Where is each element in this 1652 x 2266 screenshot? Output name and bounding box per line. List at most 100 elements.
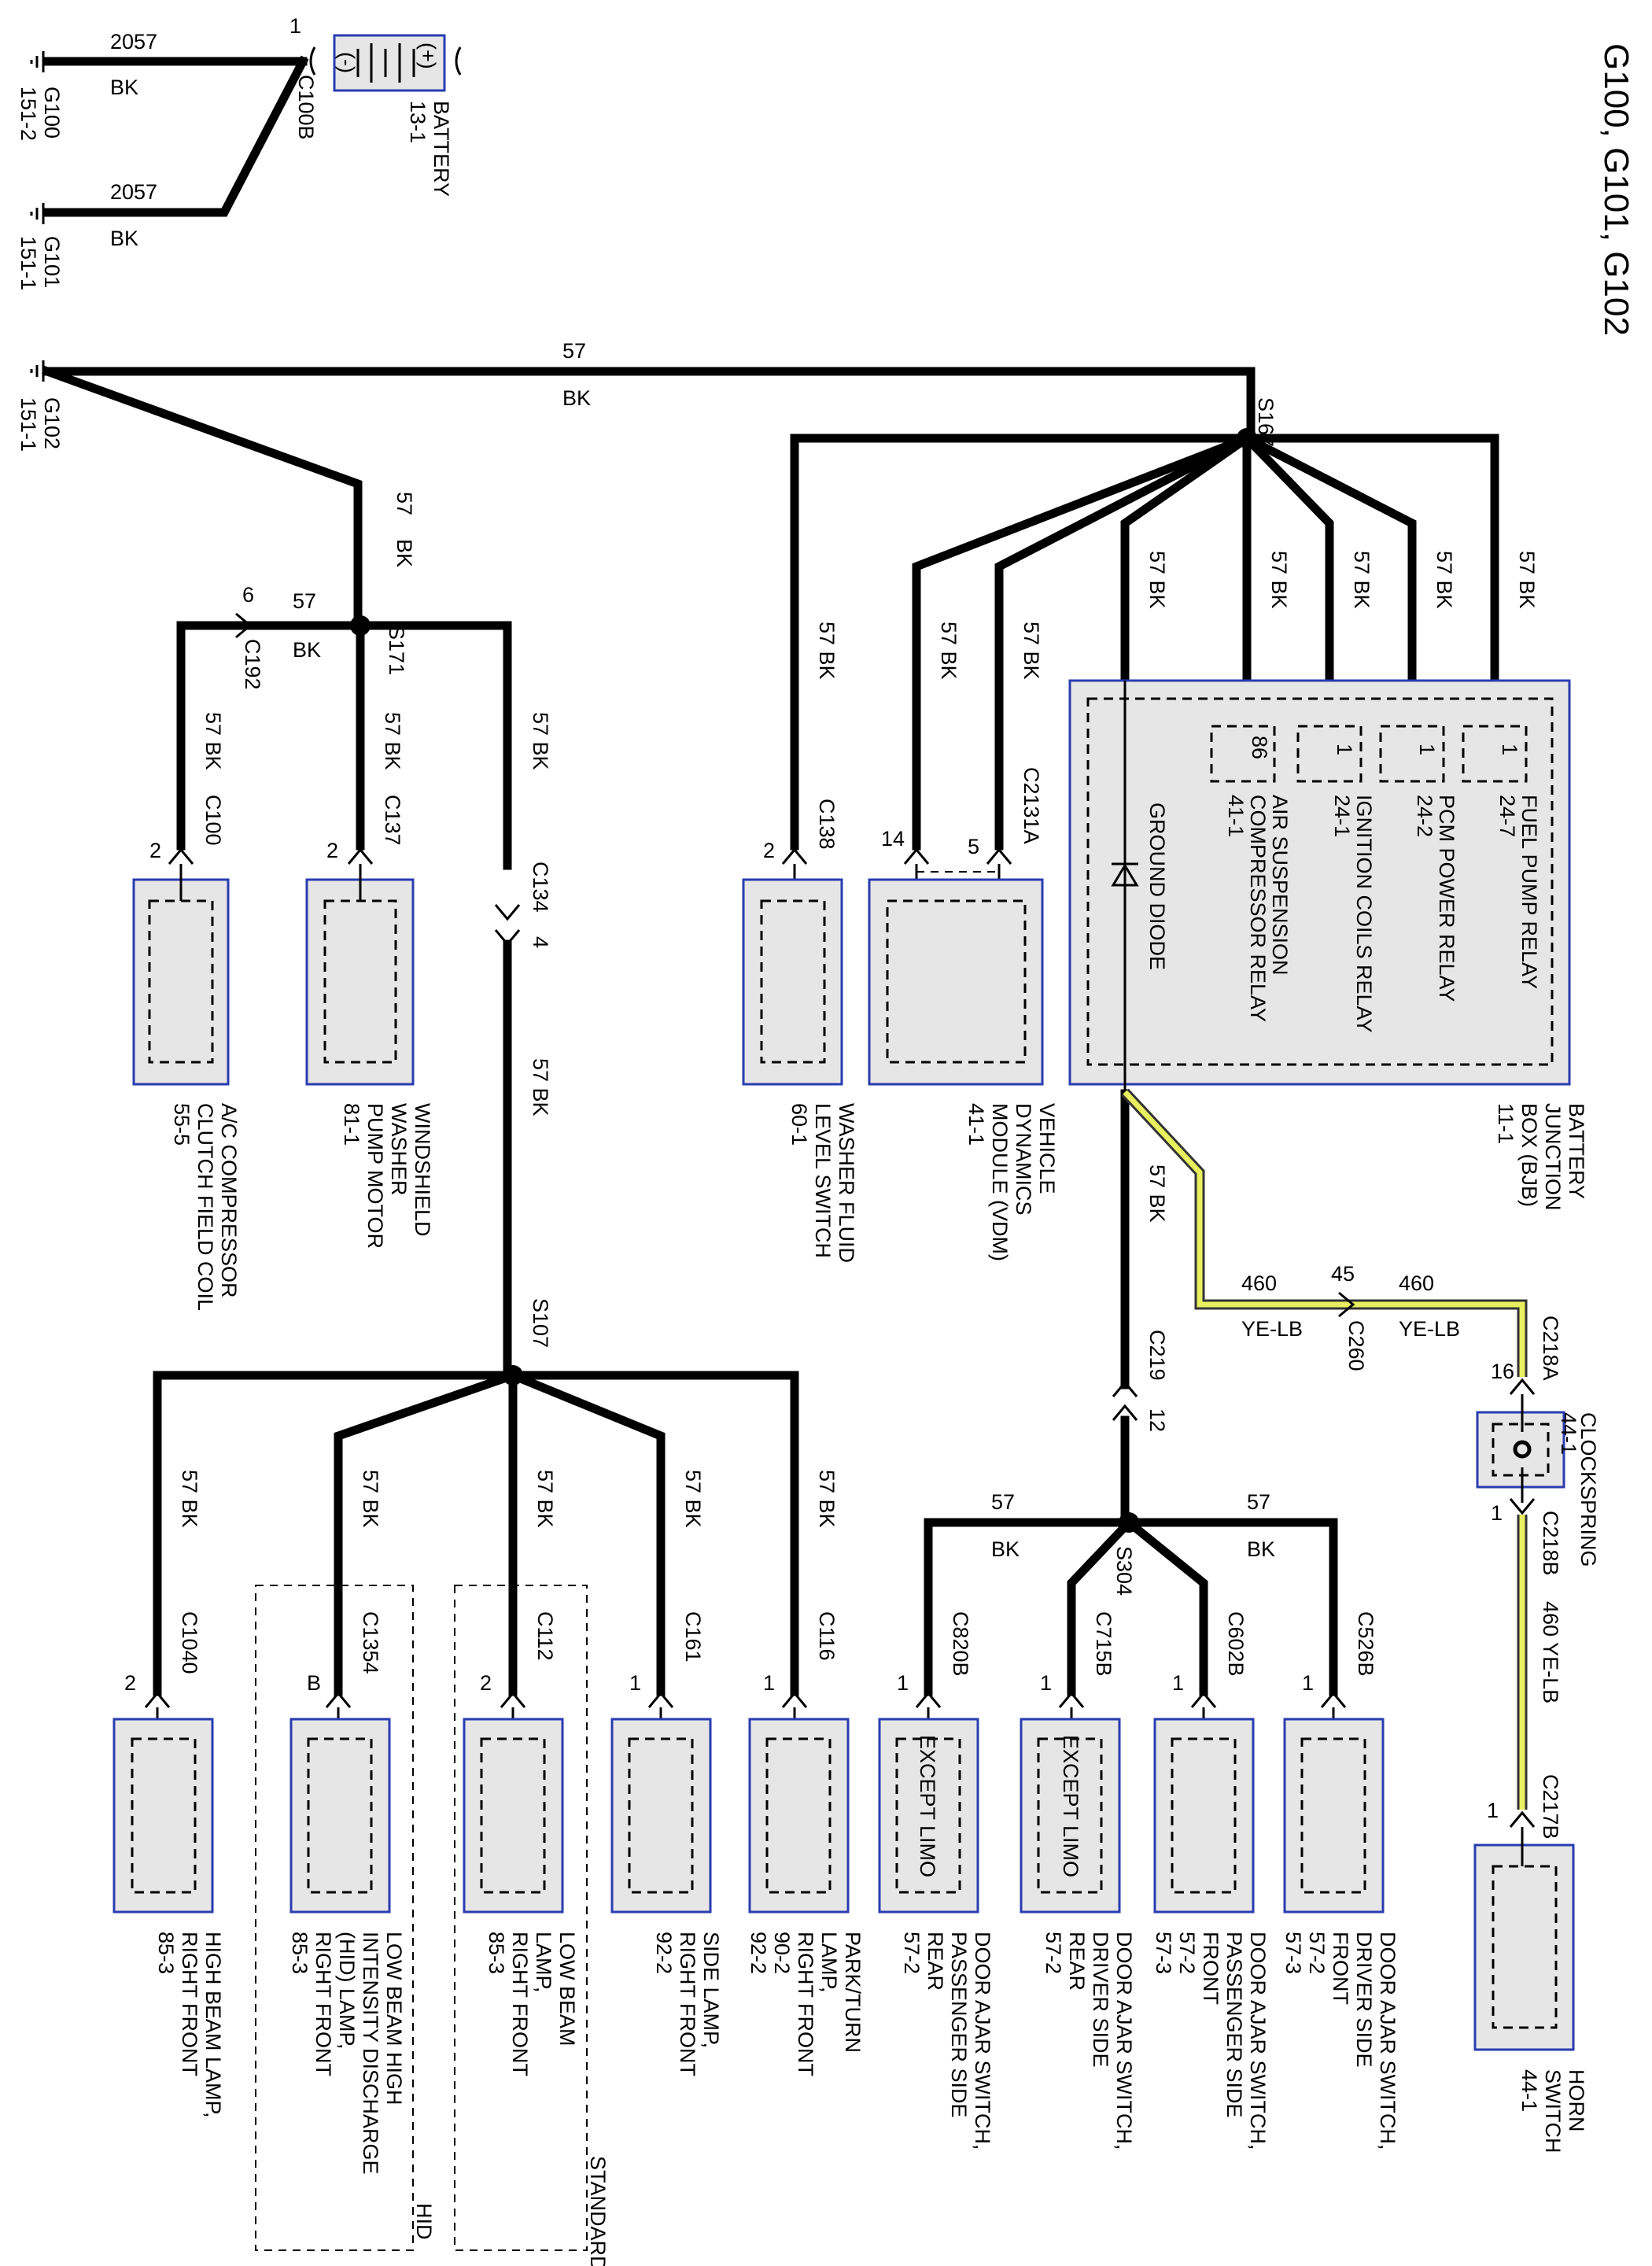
washer-switch-label-3: 60-1 xyxy=(787,1103,811,1146)
wire-2057-g101 xyxy=(42,55,309,217)
wire-460-yelb xyxy=(1121,1088,1528,1377)
door-pr-label-4: 57-2 xyxy=(900,1932,924,1974)
wire-57-s171-branch xyxy=(176,621,512,870)
high-beam-label-3: 85-3 xyxy=(154,1932,178,1974)
wire-57-main xyxy=(42,367,1256,441)
door-pf-label-5: 57-3 xyxy=(1152,1932,1175,1974)
c1354-label: C1354 xyxy=(359,1611,382,1674)
door-connectors xyxy=(915,1691,1347,1739)
wire-label: 57 BK xyxy=(529,1058,552,1116)
c138-label: C138 xyxy=(815,799,839,850)
c100-label: C100 xyxy=(201,795,225,846)
relay-pin: 1 xyxy=(1415,744,1439,755)
inner-dash xyxy=(760,899,826,1064)
c218b-pin: 1 xyxy=(1491,1501,1503,1525)
pump-label-3: PUMP MOTOR xyxy=(363,1103,387,1249)
wire-57-s171 xyxy=(41,365,363,630)
ground-section: G100 151-2 G101 151-1 G102 151-1 xyxy=(17,51,64,452)
horn-label-1: HORN xyxy=(1565,2069,1588,2132)
c138-pin: 2 xyxy=(763,839,775,862)
c1354-pin: B xyxy=(307,1671,321,1695)
pcm-relay-label-1: PCM POWER RELAY xyxy=(1435,795,1458,1002)
wire-label: 57 BK xyxy=(359,1470,382,1528)
g100-label: G100 xyxy=(40,87,64,138)
wire-label: 460 xyxy=(1241,1271,1277,1295)
ground-icon-g101 xyxy=(30,203,45,224)
park-label-3: RIGHT FRONT xyxy=(794,1932,817,2076)
battery-label: BATTERY xyxy=(430,101,453,197)
page-title: G100, G101, G102 xyxy=(1597,43,1635,336)
wire-label: 57 BK xyxy=(1145,551,1169,609)
c192-pin: 6 xyxy=(242,583,254,607)
door-dr-label-2: DRIVER SIDE xyxy=(1089,1932,1112,2068)
bjb-label-3: BOX (BJB) xyxy=(1517,1103,1541,1207)
hid-label-2: INTENSITY DISCHARGE xyxy=(359,1932,382,2175)
wire-57-vdm14 xyxy=(912,432,1253,851)
door-ajar-drv-front xyxy=(1283,1718,1385,1914)
wire-label: 57 xyxy=(562,339,586,363)
relay-pin: 1 xyxy=(1333,744,1356,755)
hid-label-4: RIGHT FRONT xyxy=(312,1932,335,2076)
wire-label: 2057 xyxy=(110,30,157,54)
wire-label: BK xyxy=(562,386,591,410)
door-ajar-pass-front xyxy=(1153,1718,1255,1914)
battery-connector: C100B xyxy=(294,75,318,140)
door-pf-label-3: FRONT xyxy=(1199,1932,1222,2005)
door-df-label-1: DOOR AJAR SWITCH, xyxy=(1376,1932,1399,2150)
wire-57-pcm xyxy=(1241,432,1417,685)
splice-s304: S304 xyxy=(1112,1546,1136,1596)
wire-57-fuel-pump xyxy=(1242,434,1499,685)
bjb-label-2: JUNCTION xyxy=(1541,1103,1565,1211)
inner-dash xyxy=(1492,1423,1550,1477)
hid-label-5: 85-3 xyxy=(288,1932,312,1974)
inner-dash xyxy=(765,1737,832,1894)
c100-pin: 2 xyxy=(149,839,161,862)
wire-57-c161 xyxy=(507,1369,666,1696)
wire-label: BK xyxy=(393,539,416,567)
wire-label: 57 BK xyxy=(178,1470,201,1528)
fuel-relay-label-2: 24-7 xyxy=(1495,795,1519,837)
c526b-pin: 1 xyxy=(1302,1671,1314,1695)
g101-page: 151-1 xyxy=(17,236,40,290)
g101-label: G101 xyxy=(40,236,64,288)
connector-icon xyxy=(1112,1404,1138,1421)
door-df-label-2: DRIVER SIDE xyxy=(1352,1932,1376,2068)
connector-icon xyxy=(347,847,374,865)
hid-label-3: (HID) LAMP, xyxy=(335,1932,359,2050)
c260-label: C260 xyxy=(1344,1320,1368,1371)
wire-57-c138 xyxy=(790,434,1252,851)
high-beam-label-1: HIGH BEAM LAMP, xyxy=(201,1932,225,2118)
splice-s171: S171 xyxy=(385,626,408,675)
wire-label: 460 xyxy=(1399,1271,1434,1295)
high-beam-lamp xyxy=(112,1718,214,1914)
air-relay-label-1: AIR SUSPENSION xyxy=(1268,795,1292,976)
door-df-label-3: FRONT xyxy=(1329,1932,1352,2005)
wire-label: BK xyxy=(293,638,321,662)
vehicle-dynamics-module xyxy=(868,878,1044,1086)
horn-switch xyxy=(1473,1843,1575,2051)
wire-57-c820b xyxy=(924,1518,1134,1696)
ac-label-1: A/C COMPRESSOR xyxy=(217,1103,241,1298)
c218b-label: C218B xyxy=(1539,1511,1562,1576)
fuel-relay-label-1: FUEL PUMP RELAY xyxy=(1517,795,1541,989)
wire-57-ground-diode xyxy=(1120,432,1253,685)
side-lamp-label-2: RIGHT FRONT xyxy=(676,1932,699,2076)
side-lamp-label-3: 92-2 xyxy=(652,1932,676,1974)
c715b-label: C715B xyxy=(1092,1611,1115,1677)
door-pf-label-2: PASSENGER SIDE xyxy=(1222,1932,1246,2118)
battery-page: 13-1 xyxy=(406,101,430,143)
connector-icon xyxy=(168,847,194,865)
wire-57-c116 xyxy=(508,1371,799,1696)
battery-plus: (+) xyxy=(416,42,440,69)
battery-icon xyxy=(309,34,462,92)
hid-option-box xyxy=(255,1585,414,2251)
horn-label-2: SWITCH xyxy=(1541,2069,1565,2153)
low-beam-label-4: 85-3 xyxy=(485,1932,508,1974)
connector-icon-c219 xyxy=(1112,1380,1138,1397)
ground-icon-g100 xyxy=(30,51,45,72)
c820b-label: C820B xyxy=(949,1611,972,1677)
wire-label: 57 BK xyxy=(1350,551,1374,609)
park-label-2: LAMP, xyxy=(817,1932,841,1993)
relay-pin-box-pcm xyxy=(1379,725,1445,783)
washer-switch-label-2: LEVEL SWITCH xyxy=(811,1103,835,1258)
